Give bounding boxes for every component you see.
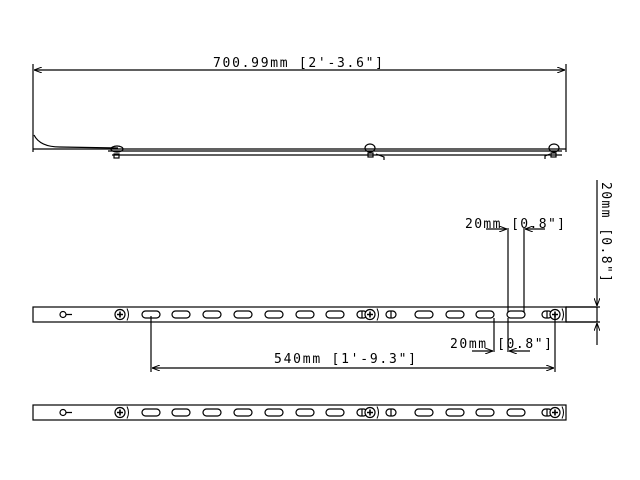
bar-outline <box>32 404 567 421</box>
slot-length-top-label: 20mm [0.8"] <box>465 217 565 232</box>
slot <box>141 408 161 417</box>
keyhole-icon <box>59 310 72 319</box>
screw-cross <box>367 409 373 416</box>
slot <box>325 310 345 319</box>
overall-length-label: 700.99mm [2'-3.6"] <box>213 56 383 71</box>
slot <box>264 310 284 319</box>
screw-cross <box>117 409 123 416</box>
slot <box>506 310 526 319</box>
slot <box>475 310 495 319</box>
slot <box>295 408 315 417</box>
slot <box>506 408 526 417</box>
screw-cross <box>552 409 558 416</box>
screw-icon <box>110 145 124 159</box>
screw-icon <box>114 406 129 419</box>
screw-cross <box>117 311 123 318</box>
screw-icon <box>544 143 560 159</box>
slot <box>414 408 434 417</box>
slot <box>445 310 465 319</box>
front-view-dimensions <box>150 180 600 372</box>
slot <box>202 310 222 319</box>
screw-icon <box>364 308 379 321</box>
top-view <box>32 64 567 160</box>
slot <box>233 310 253 319</box>
slot <box>295 310 315 319</box>
slot <box>414 310 434 319</box>
screw-icon <box>114 308 129 321</box>
slot <box>171 310 191 319</box>
keyhole-icon <box>59 408 72 417</box>
slot <box>475 408 495 417</box>
bracket-curve <box>33 134 119 149</box>
bottom-view-bar <box>32 404 567 421</box>
slot <box>171 408 191 417</box>
screw-icon <box>549 308 564 321</box>
screw-icon <box>549 406 564 419</box>
hole-spacing-label: 540mm [1'-9.3"] <box>274 352 416 367</box>
slot <box>233 408 253 417</box>
screw-washer <box>126 406 129 419</box>
screw-icon <box>364 143 385 160</box>
slot <box>264 408 284 417</box>
screw-icon <box>364 406 379 419</box>
screw-washer <box>376 308 379 321</box>
screw-washer <box>561 406 564 419</box>
slot-length-bottom-label: 20mm [0.8"] <box>450 337 552 352</box>
slot <box>445 408 465 417</box>
bar-end-extension <box>565 306 598 323</box>
front-view-bar <box>32 306 598 323</box>
screw-washer <box>126 308 129 321</box>
slot <box>325 408 345 417</box>
bar-height-label: 20mm [0.8"] <box>598 182 613 282</box>
screw-washer <box>561 308 564 321</box>
bar-outline <box>32 306 567 323</box>
screw-washer <box>376 406 379 419</box>
screw-cross <box>367 311 373 318</box>
slot <box>202 408 222 417</box>
